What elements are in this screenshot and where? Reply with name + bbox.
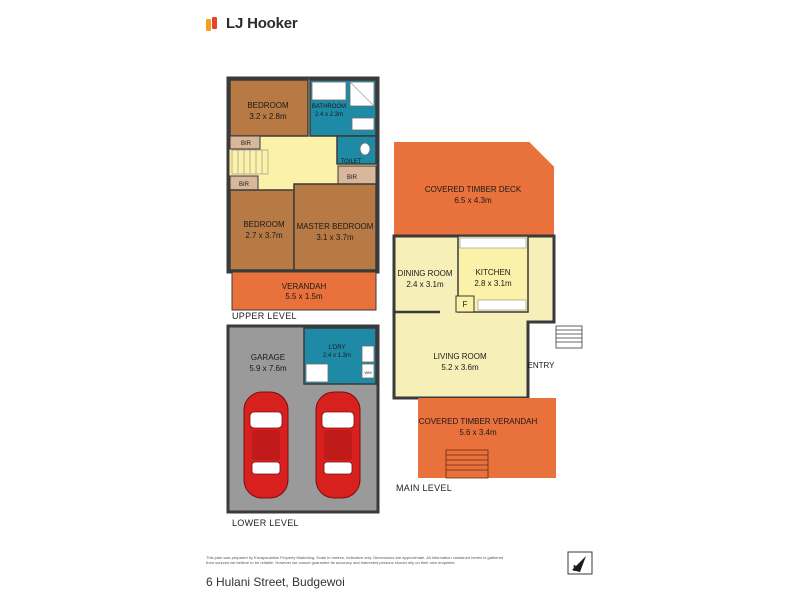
master-bedroom-dims: 3.1 x 3.7m <box>316 233 354 242</box>
brand-mark-icon <box>206 16 220 31</box>
hallway-stairs-icon <box>231 149 269 175</box>
bir-3-name: BIR <box>347 175 358 181</box>
garage-dims: 5.9 x 7.6m <box>249 364 287 373</box>
kitchen-dims: 2.8 x 3.1m <box>474 279 512 288</box>
upper-level-label: UPPER LEVEL <box>232 311 297 321</box>
disclaimer-text: This plan was prepared by Encapsulation … <box>206 555 504 565</box>
bir-2-name: BIR <box>239 182 250 188</box>
compass-north-label: N <box>573 564 579 573</box>
bedroom-2-dims: 2.7 x 3.7m <box>245 231 283 240</box>
deck-name: COVERED TIMBER DECK <box>425 185 522 194</box>
timber-verandah-name: COVERED TIMBER VERANDAH <box>419 417 538 426</box>
bathtub-icon <box>311 81 347 101</box>
timber-verandah-dims: 5.6 x 3.4m <box>459 428 497 437</box>
entry-name: ENTRY <box>528 361 556 370</box>
laundry-wm-label: WM <box>364 370 371 375</box>
entry-stairs-icon <box>555 325 583 349</box>
stove-icon <box>477 299 527 311</box>
kitchen-bench-icon <box>459 237 527 249</box>
brand-name: LJ Hooker <box>226 15 298 32</box>
fridge-space <box>455 295 475 313</box>
dining-name: DINING ROOM <box>397 269 452 278</box>
laundry-dims: 2.4 x 1.3m <box>323 353 351 359</box>
verandah-name: VERANDAH <box>282 282 327 291</box>
bedroom-2-name: BEDROOM <box>243 220 285 229</box>
washing-machine-icon <box>361 363 375 379</box>
room-master-bedroom <box>293 183 377 271</box>
north-compass-icon: N <box>567 551 593 575</box>
main-level: COVERED TIMBER DECK 6.5 x 4.3m DINING RO… <box>392 141 583 479</box>
main-level-label: MAIN LEVEL <box>396 483 453 493</box>
toilet-icon <box>359 142 371 156</box>
upper-level: BEDROOM 3.2 x 2.8m BATHROOM 2.4 x 2.3m T… <box>226 76 380 311</box>
car-icon-2 <box>315 391 361 499</box>
lower-level-label: LOWER LEVEL <box>232 518 299 528</box>
toilet-name: TOILET <box>341 159 362 165</box>
room-bir-1 <box>229 135 261 150</box>
room-bedroom-1 <box>229 79 309 137</box>
living-dims: 5.2 x 3.6m <box>441 363 479 372</box>
bathroom-dims: 2.4 x 2.3m <box>315 112 343 118</box>
verandah-dims: 5.5 x 1.5m <box>285 292 323 301</box>
bir-1-name: BIR <box>241 141 252 147</box>
verandah-stairs-icon <box>445 449 489 479</box>
garage-name: GARAGE <box>251 353 285 362</box>
dining-dims: 2.4 x 3.1m <box>406 280 444 289</box>
deck-dims: 6.5 x 4.3m <box>454 196 492 205</box>
living-name: LIVING ROOM <box>433 352 487 361</box>
room-bedroom-2 <box>229 189 295 271</box>
fridge-label: F <box>463 300 468 309</box>
vanity-icon <box>351 117 375 131</box>
bedroom-1-dims: 3.2 x 2.8m <box>249 112 287 121</box>
car-icon-1 <box>243 391 289 499</box>
property-address: 6 Hulani Street, Budgewoi <box>206 575 345 589</box>
bedroom-1-name: BEDROOM <box>247 101 289 110</box>
master-bedroom-name: MASTER BEDROOM <box>297 222 374 231</box>
kitchen-name: KITCHEN <box>475 268 510 277</box>
laundry-name: L'DRY <box>328 345 345 351</box>
shower-icon-laundry <box>305 363 329 383</box>
lower-level: GARAGE 5.9 x 7.6m L'DRY 2.4 x 1.3m WM <box>226 324 380 514</box>
tub-icon <box>361 345 375 363</box>
brand-logo: LJ Hooker <box>206 15 298 32</box>
room-covered-timber-verandah <box>418 398 556 478</box>
room-covered-timber-deck <box>394 142 554 236</box>
room-verandah <box>231 271 377 311</box>
bathroom-name: BATHROOM <box>312 104 346 110</box>
